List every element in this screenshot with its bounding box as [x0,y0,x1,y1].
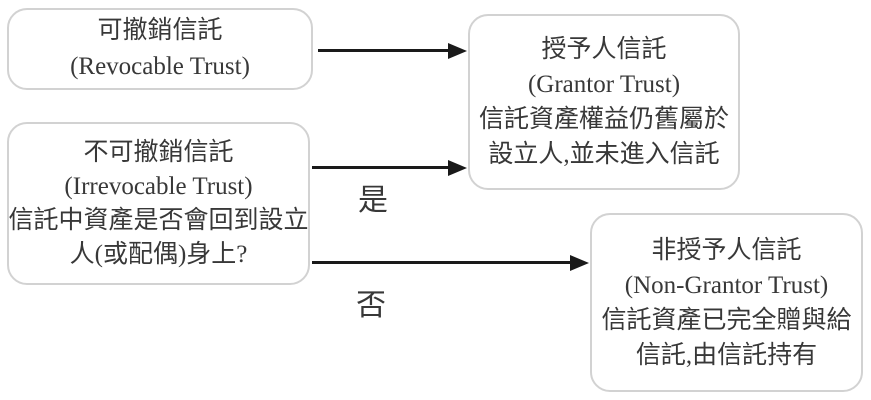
edge-label-no: 否 [356,289,386,322]
grantor-title-en: (Grantor Trust) [527,71,681,98]
edge-label-yes: 是 [358,184,388,217]
grantor-desc-line2: 設立人,並未進入信託 [488,141,720,168]
revocable-title-zh: 可撤銷信託 [97,17,223,44]
arrow-irrevocable-yes-to-grantor [312,159,467,176]
grantor-title-zh: 授予人信託 [541,36,667,63]
non-grantor-desc-line1: 信託資產已完全贈與給 [601,306,852,334]
node-revocable-trust: 可撤銷信託 (Revocable Trust) [7,8,313,90]
non-grantor-title-en: (Non-Grantor Trust) [624,271,829,299]
node-non-grantor-trust: 非授予人信託 (Non-Grantor Trust) 信託資產已完全贈與給 信託… [590,213,863,392]
arrow-revocable-to-grantor [318,42,467,59]
irrevocable-title-zh: 不可撤銷信託 [83,138,234,166]
node-irrevocable-trust: 不可撤銷信託 (Irrevocable Trust) 信託中資產是否會回到設立 … [7,122,310,285]
revocable-title-en: (Revocable Trust) [70,53,250,80]
non-grantor-title-zh: 非授予人信託 [651,236,802,264]
non-grantor-desc-line2: 信託,由信託持有 [635,341,818,369]
node-grantor-trust: 授予人信託 (Grantor Trust) 信託資產權益仍舊屬於 設立人,並未進… [468,14,740,190]
grantor-desc-line1: 信託資產權益仍舊屬於 [478,106,729,133]
arrow-irrevocable-no-to-non-grantor [312,254,589,271]
irrevocable-title-en: (Irrevocable Trust) [64,172,253,200]
irrevocable-question-line1: 信託中資產是否會回到設立 [8,206,309,234]
irrevocable-question-line2: 人(或配偶)身上? [69,240,248,268]
